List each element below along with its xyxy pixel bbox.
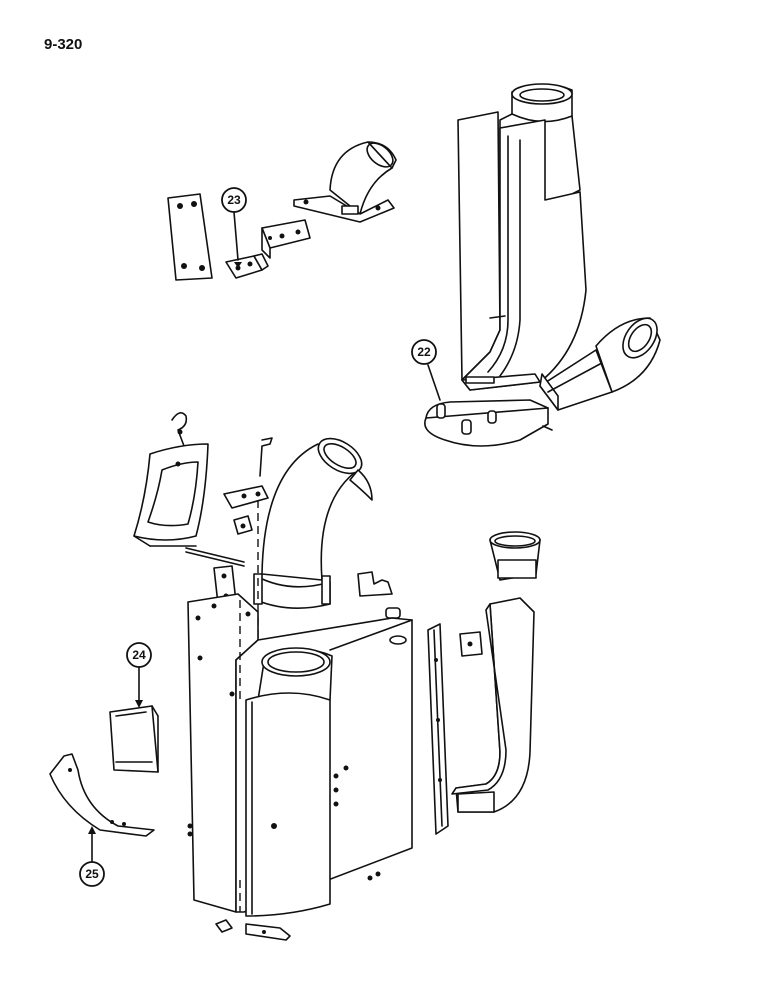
upper-elbow-duct <box>539 317 661 411</box>
main-hopper-body <box>187 593 413 917</box>
mid-hardware <box>133 412 273 605</box>
part-22-base-plate <box>424 399 553 447</box>
callout-24: 24 <box>126 642 152 708</box>
upper-chute-assembly <box>457 83 587 391</box>
callout-25-label: 25 <box>85 867 99 881</box>
vertical-strip-bar <box>427 623 449 835</box>
mid-elbow-pipe <box>253 437 373 640</box>
callout-25: 25 <box>79 826 105 887</box>
lower-right-duct <box>451 531 541 813</box>
bottom-small-parts <box>215 919 291 941</box>
callout-24-label: 24 <box>132 648 146 662</box>
part-25-deflector <box>49 753 155 837</box>
page-number: 9-320 <box>44 36 83 53</box>
callout-23-label: 23 <box>227 193 241 207</box>
callout-22: 22 <box>411 339 441 401</box>
callout-23: 23 <box>221 187 247 268</box>
part-23-brackets <box>167 141 397 281</box>
callout-22-label: 22 <box>417 345 431 359</box>
part-24-plate <box>109 705 159 773</box>
